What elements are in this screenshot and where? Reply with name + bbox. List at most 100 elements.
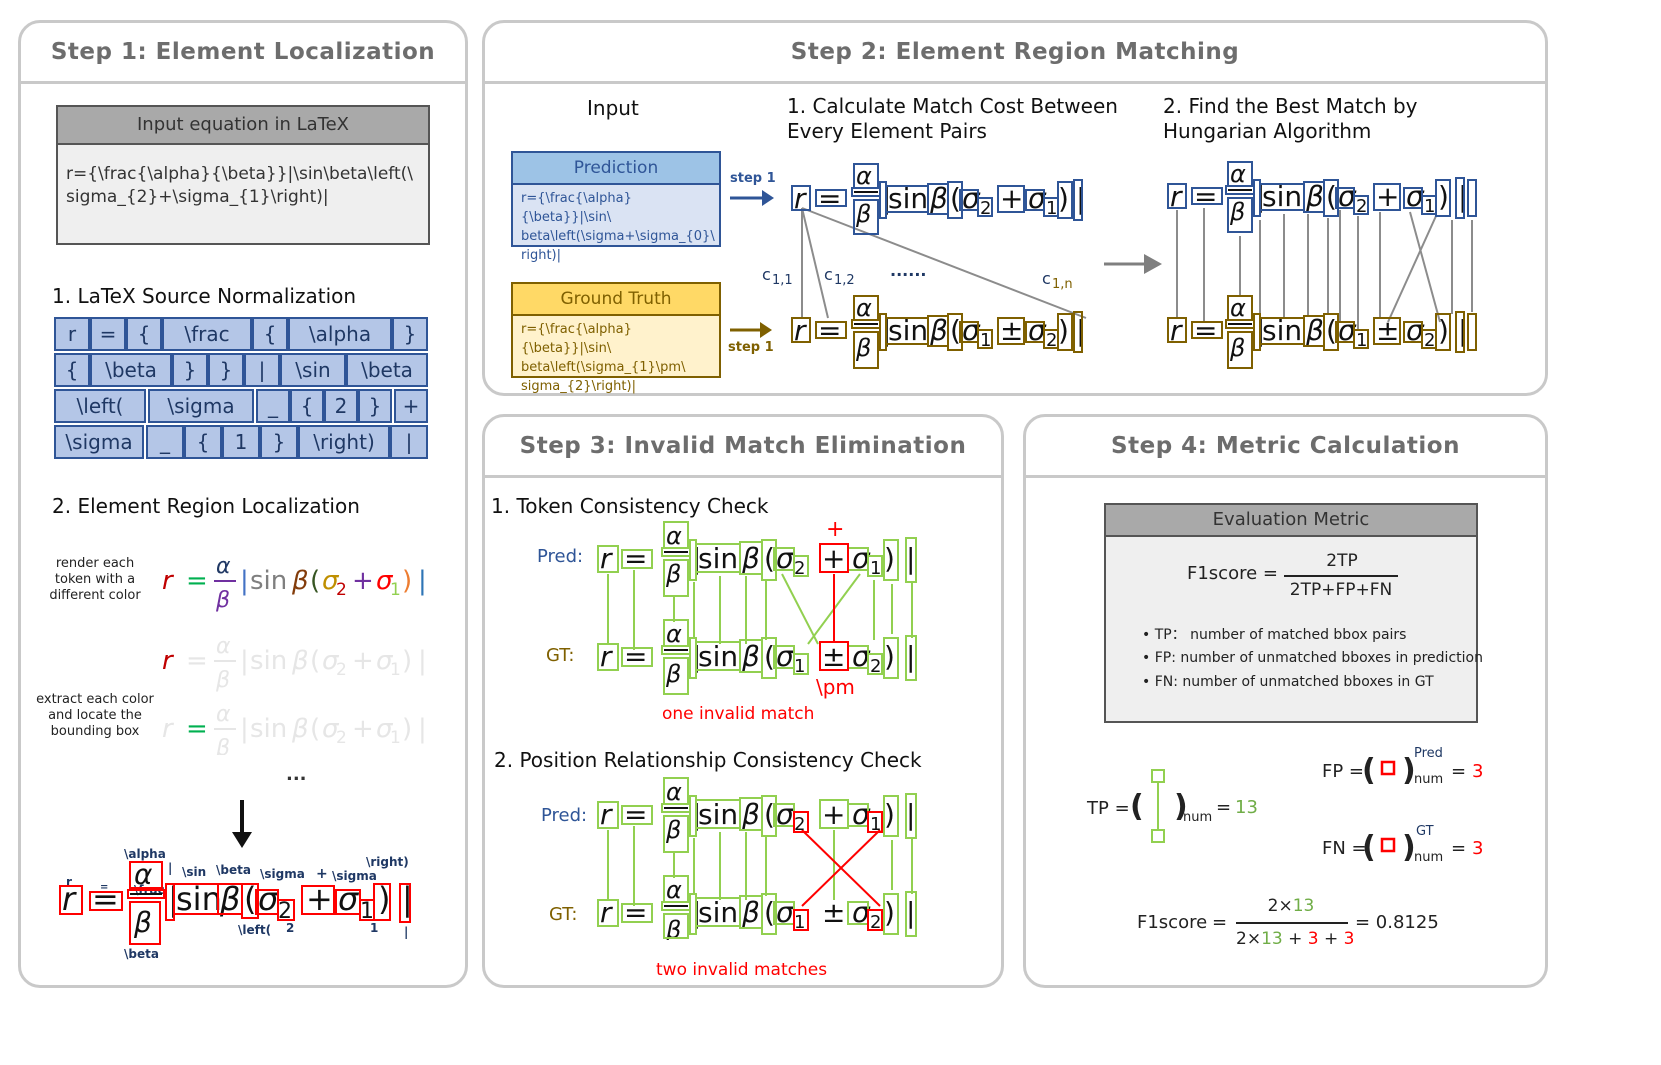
svg-text:β: β <box>1305 314 1324 347</box>
svg-text:=: = <box>186 646 208 676</box>
svg-text:σ: σ <box>776 896 795 929</box>
svg-text:β: β <box>665 916 681 940</box>
step1-equations: r = α β | sin β ( σ 2 + σ 1 ) | r = α β … <box>162 554 427 755</box>
token: \sigma <box>54 425 144 459</box>
two-invalid-label: two invalid matches <box>656 960 828 980</box>
final-den-plus1: + <box>1288 929 1303 949</box>
tp-value: 13 <box>1235 797 1258 818</box>
svg-text:sin: sin <box>176 880 222 918</box>
token: } <box>358 389 392 423</box>
svg-text:1: 1 <box>794 656 805 677</box>
svg-text:r: r <box>1170 180 1183 213</box>
check1-gt-boxes <box>597 619 917 695</box>
ellipsis: ... <box>286 764 307 785</box>
svg-text:|: | <box>402 880 413 918</box>
fp-sub: num <box>1414 772 1444 787</box>
svg-text:r: r <box>794 314 807 347</box>
cost-dots: ...... <box>890 261 926 280</box>
svg-text:β: β <box>291 714 309 744</box>
fp-eq-sign: = <box>1451 761 1467 782</box>
svg-text:|: | <box>906 896 915 929</box>
col1-heading-line2: Every Element Pairs <box>787 119 987 143</box>
final-num-prefix: 2× <box>1267 896 1293 916</box>
svg-text:(: ( <box>244 880 256 918</box>
bullet-dot-icon: • <box>1142 650 1155 666</box>
svg-text:r: r <box>162 566 175 596</box>
normalization-heading: 1. LaTeX Source Normalization <box>52 284 357 308</box>
svg-text:r: r <box>1170 314 1183 347</box>
svg-text:2: 2 <box>794 814 805 835</box>
token: = <box>90 317 126 351</box>
tp-eq-sign: = <box>1216 797 1232 818</box>
gt-label-2: GT: <box>549 904 578 925</box>
token: r <box>54 317 90 351</box>
svg-text:1: 1 <box>1046 198 1057 219</box>
label-r: r <box>66 875 72 889</box>
token: \beta <box>90 353 172 387</box>
svg-text:σ: σ <box>852 896 871 929</box>
fn-sub: num <box>1414 850 1444 865</box>
step3-title: Step 3: Invalid Match Elimination <box>485 417 1001 478</box>
svg-text:r: r <box>794 182 807 215</box>
svg-text:β: β <box>1305 180 1324 213</box>
fn-label: FN = <box>1322 838 1367 859</box>
svg-text:α: α <box>216 702 231 727</box>
svg-text:|: | <box>418 714 427 744</box>
svg-text:|: | <box>1458 314 1467 347</box>
svg-text:(: ( <box>1130 789 1144 824</box>
svg-text:=: = <box>818 182 841 215</box>
svg-text:r: r <box>600 542 613 575</box>
svg-text:(: ( <box>764 798 775 831</box>
svg-text:1: 1 <box>794 912 805 933</box>
svg-text:±: ± <box>822 896 845 929</box>
check2-lines <box>607 826 913 906</box>
svg-text:): ) <box>1438 314 1449 347</box>
pred-label-2: Pred: <box>541 805 588 826</box>
svg-text:σ: σ <box>852 640 871 673</box>
final-den-fp: 3 <box>1307 929 1319 949</box>
down-arrow-icon <box>232 800 252 848</box>
prediction-box: Prediction r={\frac{\alpha}{\beta}}|\sin… <box>511 151 721 263</box>
svg-text:+: + <box>352 566 374 596</box>
col2-heading-line2: Hungarian Algorithm <box>1163 119 1372 143</box>
svg-text:): ) <box>1174 789 1188 824</box>
step2-title: Step 2: Element Region Matching <box>485 23 1545 84</box>
svg-text:2: 2 <box>1424 330 1435 351</box>
svg-text:): ) <box>884 896 895 929</box>
svg-text:±: ± <box>1376 314 1399 347</box>
svg-text:1: 1 <box>360 899 374 924</box>
svg-text:r: r <box>600 640 613 673</box>
svg-text:α: α <box>666 620 682 648</box>
svg-text:1: 1 <box>1356 330 1367 351</box>
svg-text:2: 2 <box>870 912 881 933</box>
svg-text:(: ( <box>1362 830 1376 865</box>
bullet-fn: • FN: number of unmatched bboxes in GT <box>1142 674 1434 690</box>
svg-text:|: | <box>906 798 915 831</box>
svg-text:2: 2 <box>1046 330 1057 351</box>
svg-text:+: + <box>1000 182 1023 215</box>
svg-text:2: 2 <box>336 660 347 680</box>
svg-text:(: ( <box>764 542 775 575</box>
svg-text:α: α <box>856 294 872 322</box>
label-two: 2 <box>286 921 294 935</box>
svg-text:+: + <box>1376 180 1399 213</box>
svg-text:sin: sin <box>698 542 738 575</box>
token: | <box>390 425 428 459</box>
tp-paren-icon: ( ) <box>1130 769 1188 843</box>
fp-paren-icon: ( ) <box>1362 753 1416 788</box>
label-right: \right) <box>366 855 409 869</box>
check2-pred-boxes <box>597 777 917 853</box>
svg-text:|: | <box>240 714 249 744</box>
svg-text:1: 1 <box>390 728 401 748</box>
svg-text:|: | <box>1458 180 1467 213</box>
svg-text:r: r <box>62 880 77 918</box>
final-f1-label: F1score <box>1137 912 1208 933</box>
label-bar-end: | <box>404 925 408 939</box>
token: { <box>290 389 324 423</box>
label-eq: = <box>100 882 108 893</box>
svg-text:+: + <box>352 714 374 744</box>
input-heading: Input <box>587 96 639 120</box>
